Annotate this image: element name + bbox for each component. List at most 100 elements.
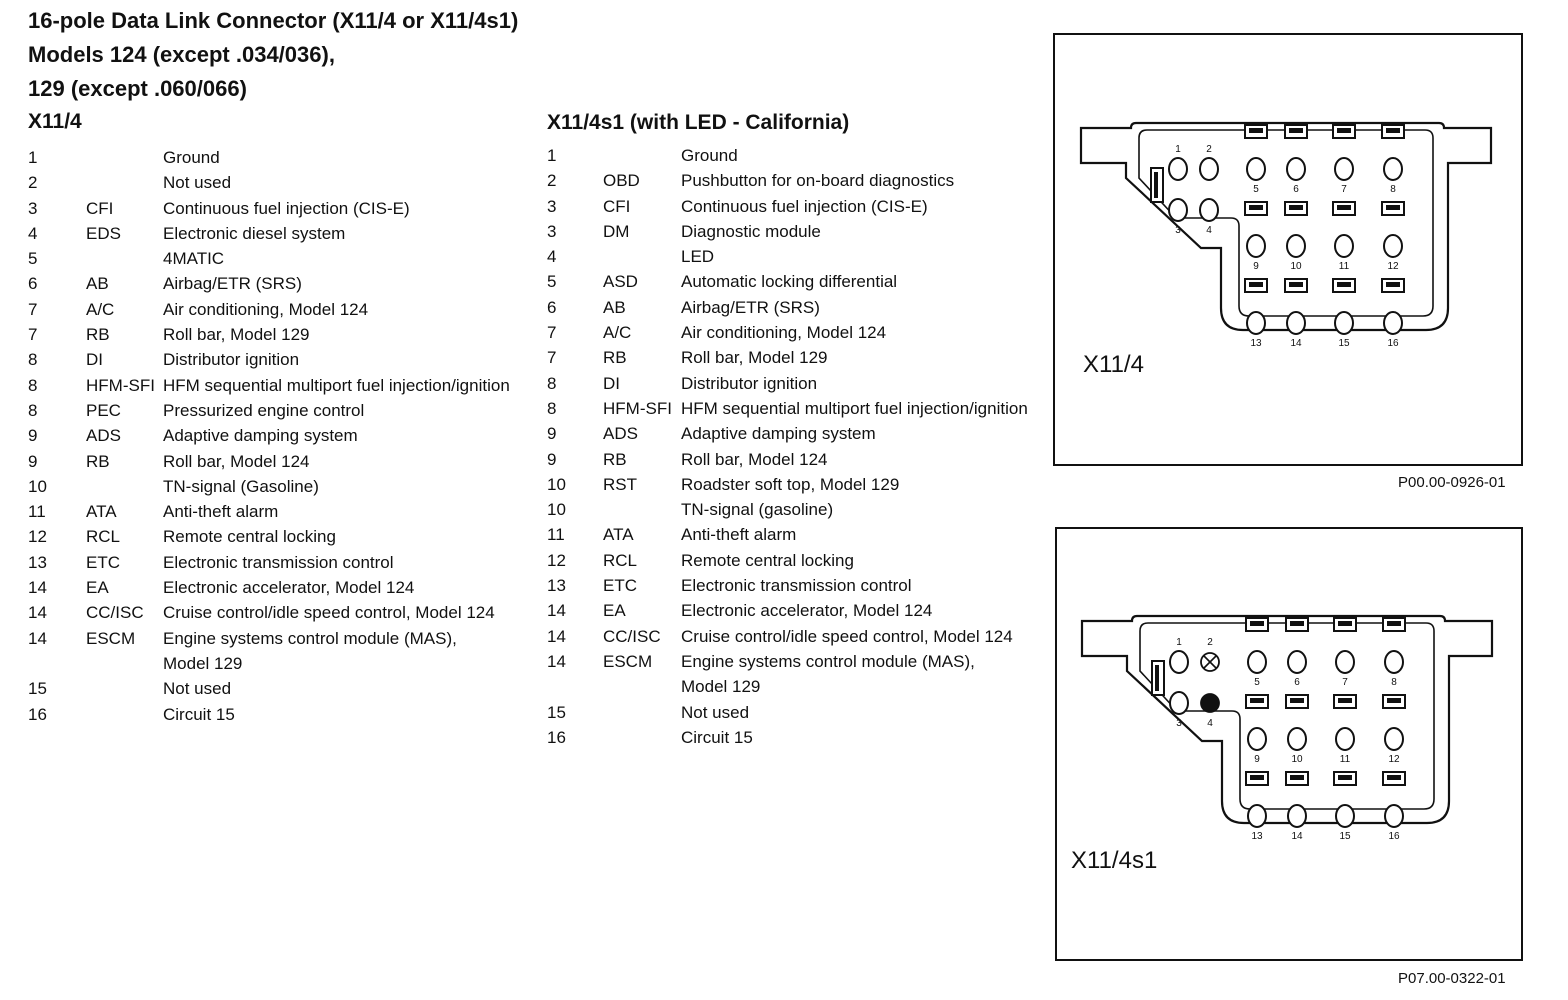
x11-4s1-description: Pushbutton for on-board diagnostics bbox=[681, 171, 955, 191]
pin-socket bbox=[1168, 198, 1188, 222]
pin-latch-fill bbox=[1337, 128, 1351, 133]
x11-4-pin: 14 bbox=[28, 603, 47, 623]
page-title: 16-pole Data Link Connector (X11/4 or X1… bbox=[28, 8, 519, 33]
x11-4s1-pin: 14 bbox=[547, 601, 566, 621]
diagram-frame bbox=[1053, 33, 1523, 466]
x11-4-code: RCL bbox=[86, 527, 121, 547]
x11-4s1-description: Electronic transmission control bbox=[681, 576, 912, 596]
pin-number-label: 16 bbox=[1387, 338, 1399, 349]
pin-latch-fill bbox=[1338, 775, 1352, 780]
pin-number-label: 4 bbox=[1206, 225, 1212, 236]
pin-socket bbox=[1287, 804, 1307, 828]
pin-socket bbox=[1199, 157, 1219, 181]
x11-4s1-pin: 10 bbox=[547, 474, 566, 494]
x11-4s1-pin: 6 bbox=[547, 297, 557, 317]
x11-4s1-code: RB bbox=[603, 449, 627, 469]
pin-latch-fill bbox=[1289, 282, 1303, 287]
x11-4-pin: 8 bbox=[28, 375, 38, 395]
pin-number-label: 15 bbox=[1338, 338, 1350, 349]
pin-socket bbox=[1384, 727, 1404, 751]
x11-4-description: Engine systems control module (MAS), bbox=[163, 628, 457, 648]
figure-reference-1: P00.00-0926-01 bbox=[1398, 474, 1506, 491]
x11-4s1-code: A/C bbox=[603, 323, 632, 343]
x11-4-code: EA bbox=[86, 578, 109, 598]
x11-4s1-description: Continuous fuel injection (CIS-E) bbox=[681, 196, 928, 216]
pin-number-label: 5 bbox=[1254, 677, 1260, 688]
led-icon bbox=[1200, 693, 1220, 713]
pin-number-label: 13 bbox=[1250, 338, 1262, 349]
pin-latch-fill bbox=[1338, 698, 1352, 703]
x11-4s1-code: RB bbox=[603, 348, 627, 368]
pin-socket bbox=[1169, 691, 1189, 715]
x11-4-description: Model 129 bbox=[163, 653, 243, 673]
section-title-x11-4: X11/4 bbox=[28, 110, 82, 133]
pin-socket bbox=[1168, 157, 1188, 181]
pin-socket bbox=[1335, 650, 1355, 674]
pin-number-label: 3 bbox=[1176, 718, 1182, 729]
key-slot-fill bbox=[1154, 172, 1158, 198]
x11-4s1-pin: 7 bbox=[547, 323, 557, 343]
x11-4-pin: 8 bbox=[28, 350, 38, 370]
x11-4s1-pin: 12 bbox=[547, 550, 566, 570]
pin-socket bbox=[1246, 234, 1266, 258]
pin-number-label: 14 bbox=[1291, 831, 1303, 842]
x11-4s1-pin: 7 bbox=[547, 348, 557, 368]
x11-4-pin: 2 bbox=[28, 173, 38, 193]
x11-4s1-code: ATA bbox=[603, 525, 634, 545]
pin-number-label: 6 bbox=[1293, 184, 1299, 195]
pin-latch-fill bbox=[1387, 698, 1401, 703]
key-slot-fill bbox=[1155, 665, 1159, 691]
x11-4-pin: 1 bbox=[28, 148, 38, 167]
pin-number-label: 9 bbox=[1254, 754, 1260, 765]
pin-latch-fill bbox=[1250, 698, 1264, 703]
x11-4-pin: 14 bbox=[28, 628, 47, 648]
pin-number-label: 7 bbox=[1342, 677, 1348, 688]
x11-4s1-description: Cruise control/idle speed control, Model… bbox=[681, 626, 1013, 646]
pin-number-label: 9 bbox=[1253, 261, 1259, 272]
x11-4s1-description: Engine systems control module (MAS), bbox=[681, 651, 975, 671]
x11-4s1-description: Electronic accelerator, Model 124 bbox=[681, 601, 933, 621]
x11-4-description: TN-signal (Gasoline) bbox=[163, 476, 319, 496]
x11-4s1-description: Ground bbox=[681, 146, 738, 165]
x11-4-description: Electronic diesel system bbox=[163, 223, 346, 243]
x11-4-pin: 8 bbox=[28, 400, 38, 420]
connector-outline bbox=[1080, 614, 1494, 825]
x11-4-pin: 3 bbox=[28, 198, 38, 218]
x11-4-code: ESCM bbox=[86, 628, 136, 648]
pin-socket bbox=[1383, 234, 1403, 258]
pin-number-label: 10 bbox=[1290, 261, 1302, 272]
pin-socket bbox=[1334, 234, 1354, 258]
x11-4s1-pin: 3 bbox=[547, 221, 557, 241]
pin-latch-fill bbox=[1290, 698, 1304, 703]
pin-number-label: 14 bbox=[1290, 338, 1302, 349]
section-title-x11-4s1: X11/4s1 (with LED - California) bbox=[547, 111, 850, 134]
x11-4s1-description: Roadster soft top, Model 129 bbox=[681, 474, 900, 494]
pin-socket bbox=[1286, 234, 1306, 258]
x11-4-pin: 11 bbox=[28, 502, 46, 522]
x11-4s1-code: ADS bbox=[603, 424, 638, 444]
x11-4-code: HFM-SFI bbox=[86, 375, 155, 395]
